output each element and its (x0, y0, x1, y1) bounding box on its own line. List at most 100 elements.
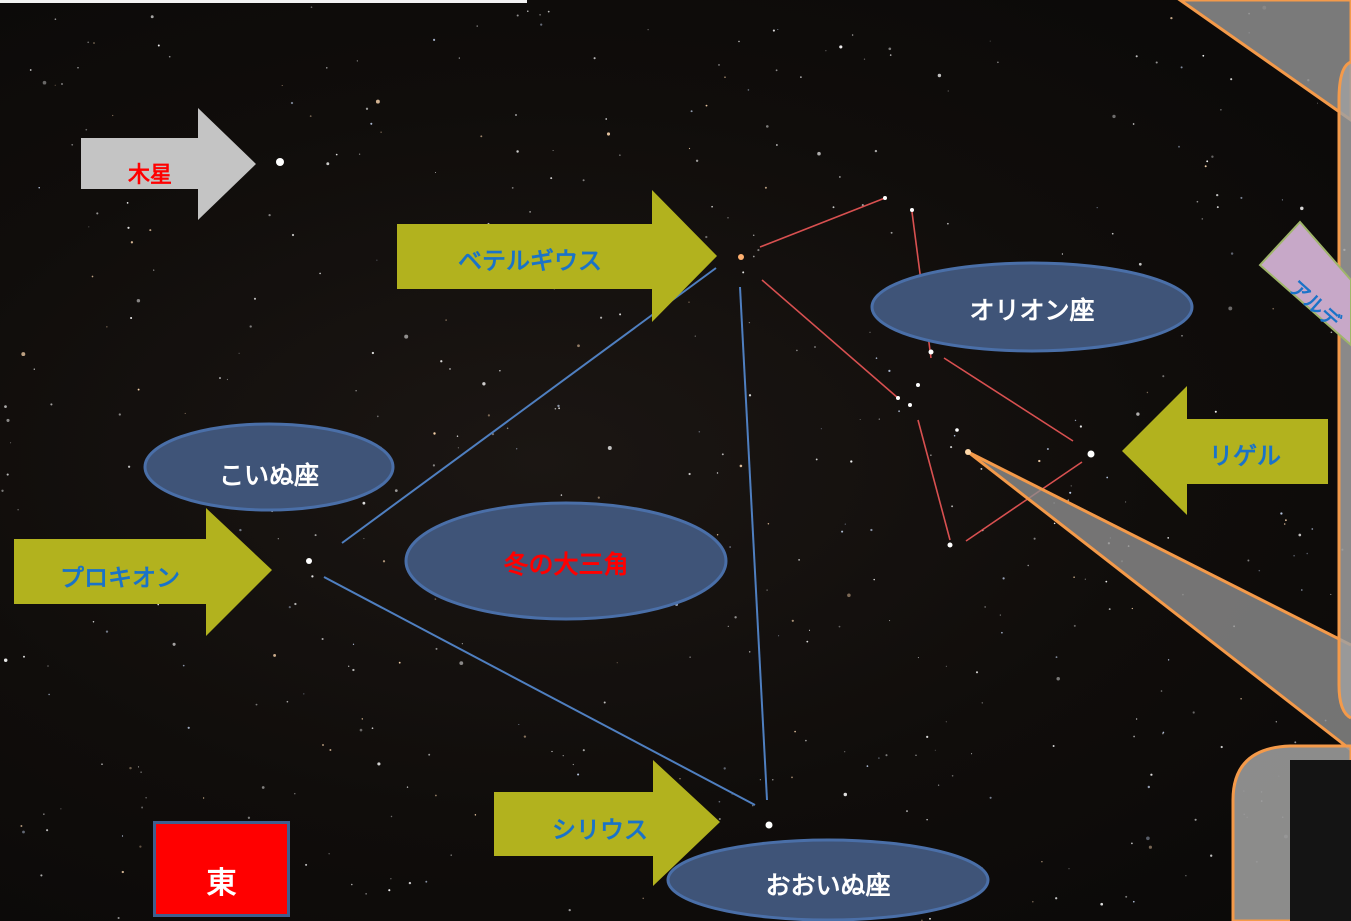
background-star (739, 464, 743, 468)
background-star (552, 149, 554, 152)
background-star (582, 179, 585, 182)
background-star (1230, 252, 1234, 255)
background-star (88, 226, 90, 228)
orion-line-6 (965, 461, 1083, 542)
background-star (172, 642, 176, 646)
background-star (724, 76, 726, 78)
background-star (358, 153, 361, 155)
background-star (38, 186, 40, 189)
background-star (261, 786, 265, 789)
background-star (281, 84, 283, 87)
background-star (1106, 476, 1109, 479)
background-star (456, 435, 459, 437)
background-star (77, 67, 79, 69)
background-star (377, 762, 381, 766)
background-star (356, 60, 358, 62)
procyon-star (306, 558, 312, 564)
background-star (20, 825, 23, 827)
background-star (168, 55, 171, 58)
background-star (689, 656, 691, 658)
background-star (1055, 656, 1058, 659)
background-star (1204, 165, 1207, 168)
background-star (136, 298, 141, 303)
background-star (1228, 306, 1233, 311)
background-star (1180, 66, 1183, 69)
background-star (305, 863, 308, 866)
background-star (310, 6, 313, 9)
background-star (1148, 845, 1152, 849)
background-star (3, 658, 8, 663)
background-star (718, 64, 720, 66)
background-star (329, 749, 332, 751)
background-star (951, 505, 954, 508)
betelgeuse-star (738, 254, 744, 260)
background-star (106, 326, 108, 328)
background-star (406, 786, 409, 788)
background-star (474, 814, 477, 816)
background-star (1055, 897, 1058, 900)
background-star (445, 319, 447, 321)
background-star (476, 25, 478, 27)
background-star (869, 331, 871, 333)
background-star (1294, 741, 1297, 744)
canis-major-ellipse-label: おおいぬ座 (765, 871, 891, 900)
background-star (839, 176, 841, 178)
jupiter-label: 木星 (127, 163, 172, 188)
background-star (798, 559, 800, 561)
background-star (796, 349, 798, 352)
background-star (450, 854, 452, 856)
background-star (1033, 537, 1036, 540)
background-star (1079, 425, 1083, 428)
background-star (311, 575, 314, 578)
background-star (50, 403, 53, 406)
orion-line-5 (917, 419, 951, 541)
background-star (433, 38, 436, 41)
background-star (791, 619, 794, 622)
orion-ellipse-label: オリオン座 (969, 296, 1095, 325)
background-star (806, 640, 809, 643)
background-star (808, 629, 811, 631)
background-star (718, 817, 721, 821)
background-star (1135, 55, 1138, 58)
background-star (390, 878, 392, 880)
background-star (906, 810, 908, 813)
background-star (17, 509, 19, 511)
background-star (127, 226, 130, 229)
background-star (1330, 331, 1333, 334)
background-star (794, 730, 796, 733)
background-star (4, 405, 7, 408)
background-star (1100, 902, 1104, 906)
background-star (112, 114, 114, 117)
background-star (328, 853, 330, 855)
background-star (1, 489, 4, 492)
background-star (937, 784, 940, 786)
background-star (1210, 854, 1213, 857)
background-star (791, 776, 793, 779)
background-star (129, 766, 132, 770)
background-star (937, 73, 942, 78)
background-star (551, 750, 553, 753)
background-star (141, 806, 144, 809)
background-star (355, 390, 357, 392)
background-star (1240, 196, 1243, 199)
background-star (1041, 860, 1043, 863)
background-star (981, 702, 984, 704)
orion-ellipse (870, 261, 1194, 353)
background-star (1108, 608, 1111, 611)
background-star (1167, 659, 1170, 661)
background-star (130, 316, 133, 320)
background-star (121, 835, 124, 837)
background-star (1220, 108, 1222, 111)
background-star (1211, 155, 1214, 158)
background-star (915, 754, 917, 756)
background-star (145, 797, 147, 799)
background-star (820, 428, 822, 430)
background-star (550, 177, 553, 180)
background-star (54, 84, 56, 86)
background-star (861, 204, 864, 207)
background-star (716, 472, 719, 474)
background-star (117, 916, 120, 920)
background-star (348, 665, 350, 667)
background-star (1316, 102, 1319, 104)
background-star (1084, 578, 1086, 580)
